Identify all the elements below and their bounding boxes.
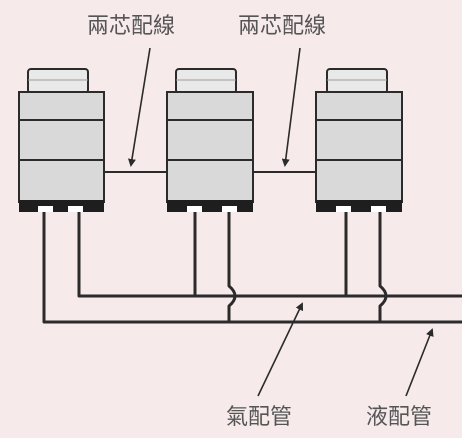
liquid-pipe-leader: [405, 328, 434, 397]
gas-pipe-leader: [257, 302, 304, 397]
wiring-right-leader: [281, 47, 301, 167]
liquid-pipe: [42, 212, 462, 324]
outdoor-unit-1: [18, 68, 105, 212]
gas-pipe: [77, 212, 462, 298]
liquid-pipe-label: 液配管: [366, 405, 432, 430]
outdoor-unit-3: [315, 68, 403, 212]
wiring-label-right: 兩芯配線: [238, 14, 326, 39]
outdoor-unit-2: [166, 68, 254, 212]
wiring-label-left: 兩芯配線: [87, 14, 175, 39]
gas-pipe-label: 氣配管: [226, 405, 292, 430]
wiring-left-leader: [128, 47, 151, 167]
